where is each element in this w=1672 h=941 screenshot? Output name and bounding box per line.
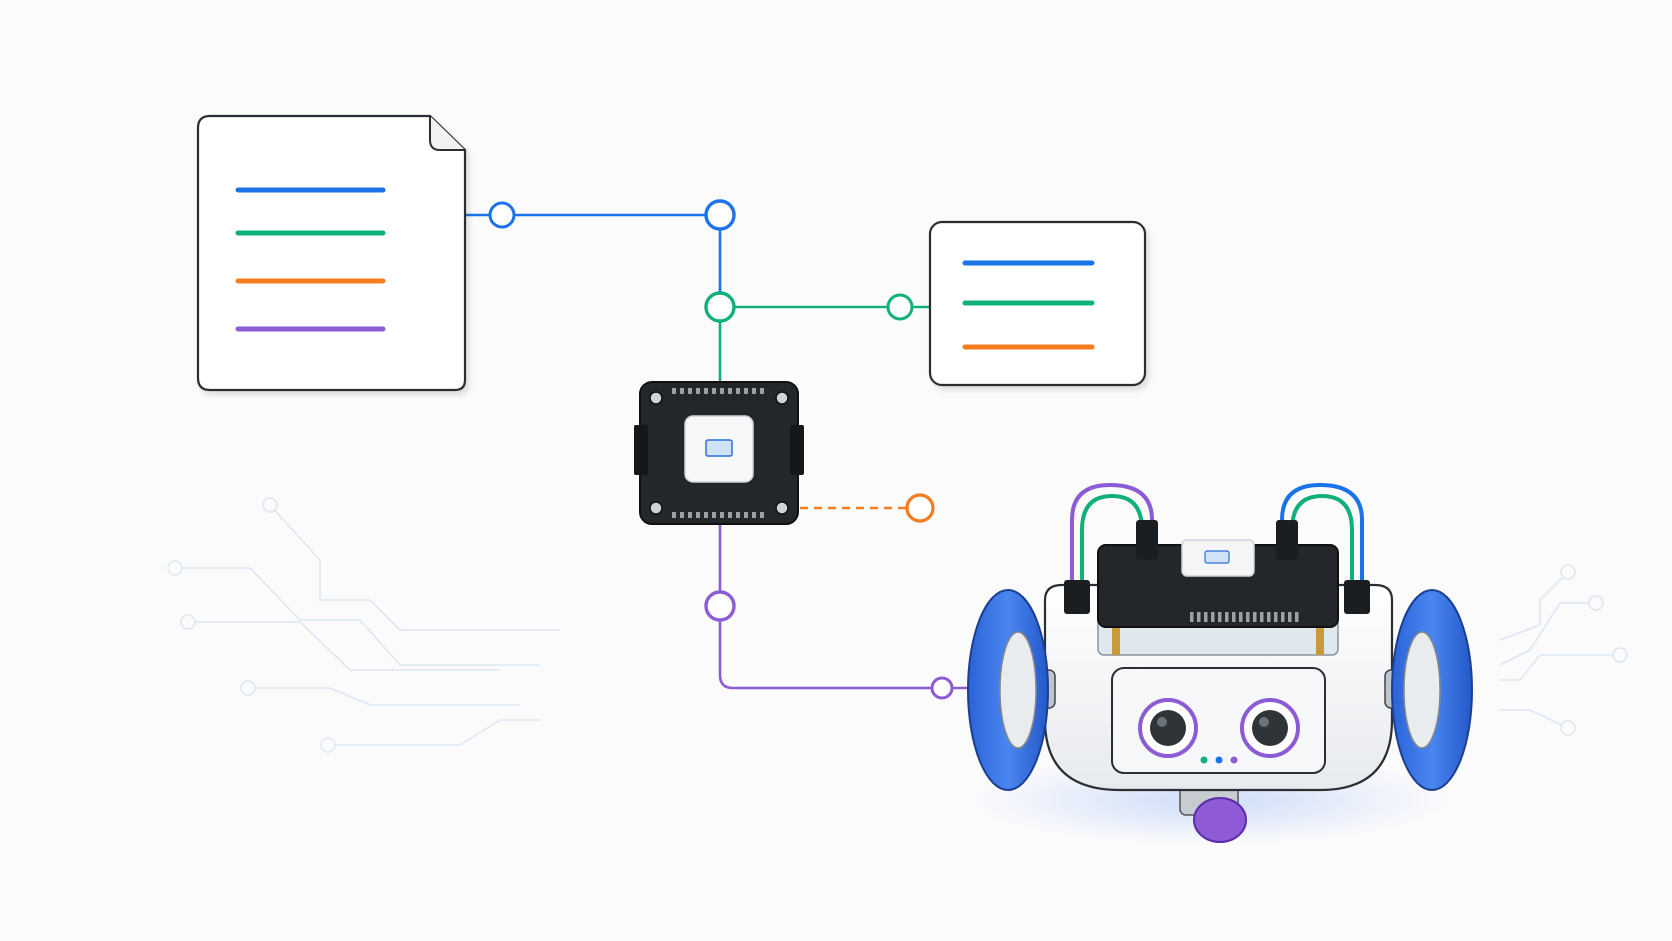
board-pin xyxy=(752,388,756,394)
board-pin xyxy=(680,388,684,394)
board-pin xyxy=(760,388,764,394)
robot-board-pin xyxy=(1225,612,1229,622)
board-pin xyxy=(752,512,756,518)
robot-car xyxy=(967,482,1473,845)
board-pin xyxy=(696,388,700,394)
board-pin xyxy=(688,388,692,394)
node-purple xyxy=(704,590,736,622)
robot-board-pin xyxy=(1260,612,1264,622)
circuit-board-icon xyxy=(634,381,804,525)
board-pin xyxy=(720,512,724,518)
robot-board-pin xyxy=(1239,612,1243,622)
orange-endpoint xyxy=(905,493,935,523)
source-document xyxy=(196,114,467,392)
board-pin xyxy=(688,512,692,518)
robot-car-icon xyxy=(967,482,1473,845)
board-pin xyxy=(736,512,740,518)
board-pin xyxy=(680,512,684,518)
board-pin xyxy=(728,512,732,518)
caster-wheel xyxy=(1193,797,1247,843)
board-pin xyxy=(712,512,716,518)
board-pin xyxy=(704,512,708,518)
connector-purple-to-robot xyxy=(718,606,972,690)
robot-board-pin xyxy=(1288,612,1292,622)
board-pin xyxy=(696,512,700,518)
robot-board-pin xyxy=(1218,612,1222,622)
node-robot-in xyxy=(930,676,954,700)
controller-board xyxy=(634,381,804,525)
robot-board-pin xyxy=(1281,612,1285,622)
document-icon xyxy=(235,187,386,332)
robot-board-pin xyxy=(1190,612,1194,622)
robot-board-pin xyxy=(1253,612,1257,622)
board-pin xyxy=(712,388,716,394)
node-document-out xyxy=(488,201,516,229)
robot-board-pin xyxy=(1246,612,1250,622)
board-pin xyxy=(672,388,676,394)
robot-board-pin xyxy=(1211,612,1215,622)
robot-board-pin xyxy=(1267,612,1271,622)
junction-green xyxy=(704,291,736,323)
board-pin xyxy=(720,388,724,394)
robot-board-pin xyxy=(1295,612,1299,622)
board-pin xyxy=(736,388,740,394)
robot-board-pin xyxy=(1232,612,1236,622)
robot-board-pin xyxy=(1274,612,1278,622)
robot-board-pin xyxy=(1197,612,1201,622)
board-pin xyxy=(704,388,708,394)
board-pin xyxy=(728,388,732,394)
board-pin xyxy=(744,512,748,518)
board-pin xyxy=(744,388,748,394)
background-circuit-right xyxy=(1499,564,1628,736)
text-card-icon xyxy=(962,260,1095,350)
board-pin xyxy=(760,512,764,518)
node-card-in xyxy=(886,293,914,321)
junction-blue xyxy=(704,199,736,231)
robot-board-pin xyxy=(1204,612,1208,622)
board-pin xyxy=(672,512,676,518)
background-circuit-left xyxy=(167,497,560,753)
